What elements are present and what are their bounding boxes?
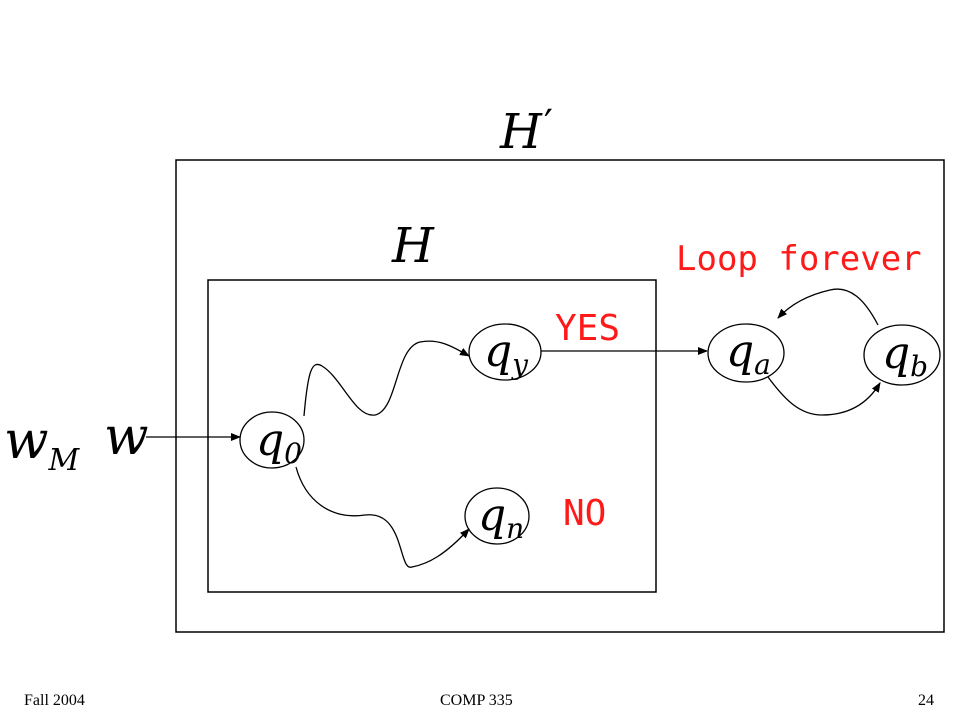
state-qn-circle [464, 487, 530, 545]
no-label: NO [563, 493, 606, 534]
loop-forever-label: Loop forever [676, 239, 922, 279]
state-q0-circle [239, 411, 305, 469]
state-qb-label: qb [882, 328, 928, 383]
state-qa-label: qa [726, 326, 771, 381]
state-qn-label: qn [478, 490, 524, 545]
footer-center: COMP 335 [440, 692, 513, 709]
transition-q0-to-qn [295, 466, 470, 568]
footer-page-number: 24 [918, 692, 934, 709]
inner-machine-title: H [391, 218, 435, 274]
state-qa-circle [707, 323, 785, 383]
transition-q0-to-qy [303, 340, 470, 417]
transition-qb-to-qa [777, 288, 879, 326]
footer-left: Fall 2004 [24, 692, 85, 709]
outer-machine-box [175, 159, 945, 633]
outer-machine-title: H′ [499, 102, 553, 160]
input-label-outer: wM [4, 411, 81, 478]
state-qy-label: qy [484, 326, 529, 381]
transition-qa-to-qb [767, 376, 881, 416]
inner-machine-box [207, 279, 657, 593]
yes-label: YES [555, 308, 620, 349]
input-label-inner: w [104, 407, 149, 467]
state-qb-circle [863, 324, 941, 386]
state-q0-label: q0 [256, 415, 302, 470]
